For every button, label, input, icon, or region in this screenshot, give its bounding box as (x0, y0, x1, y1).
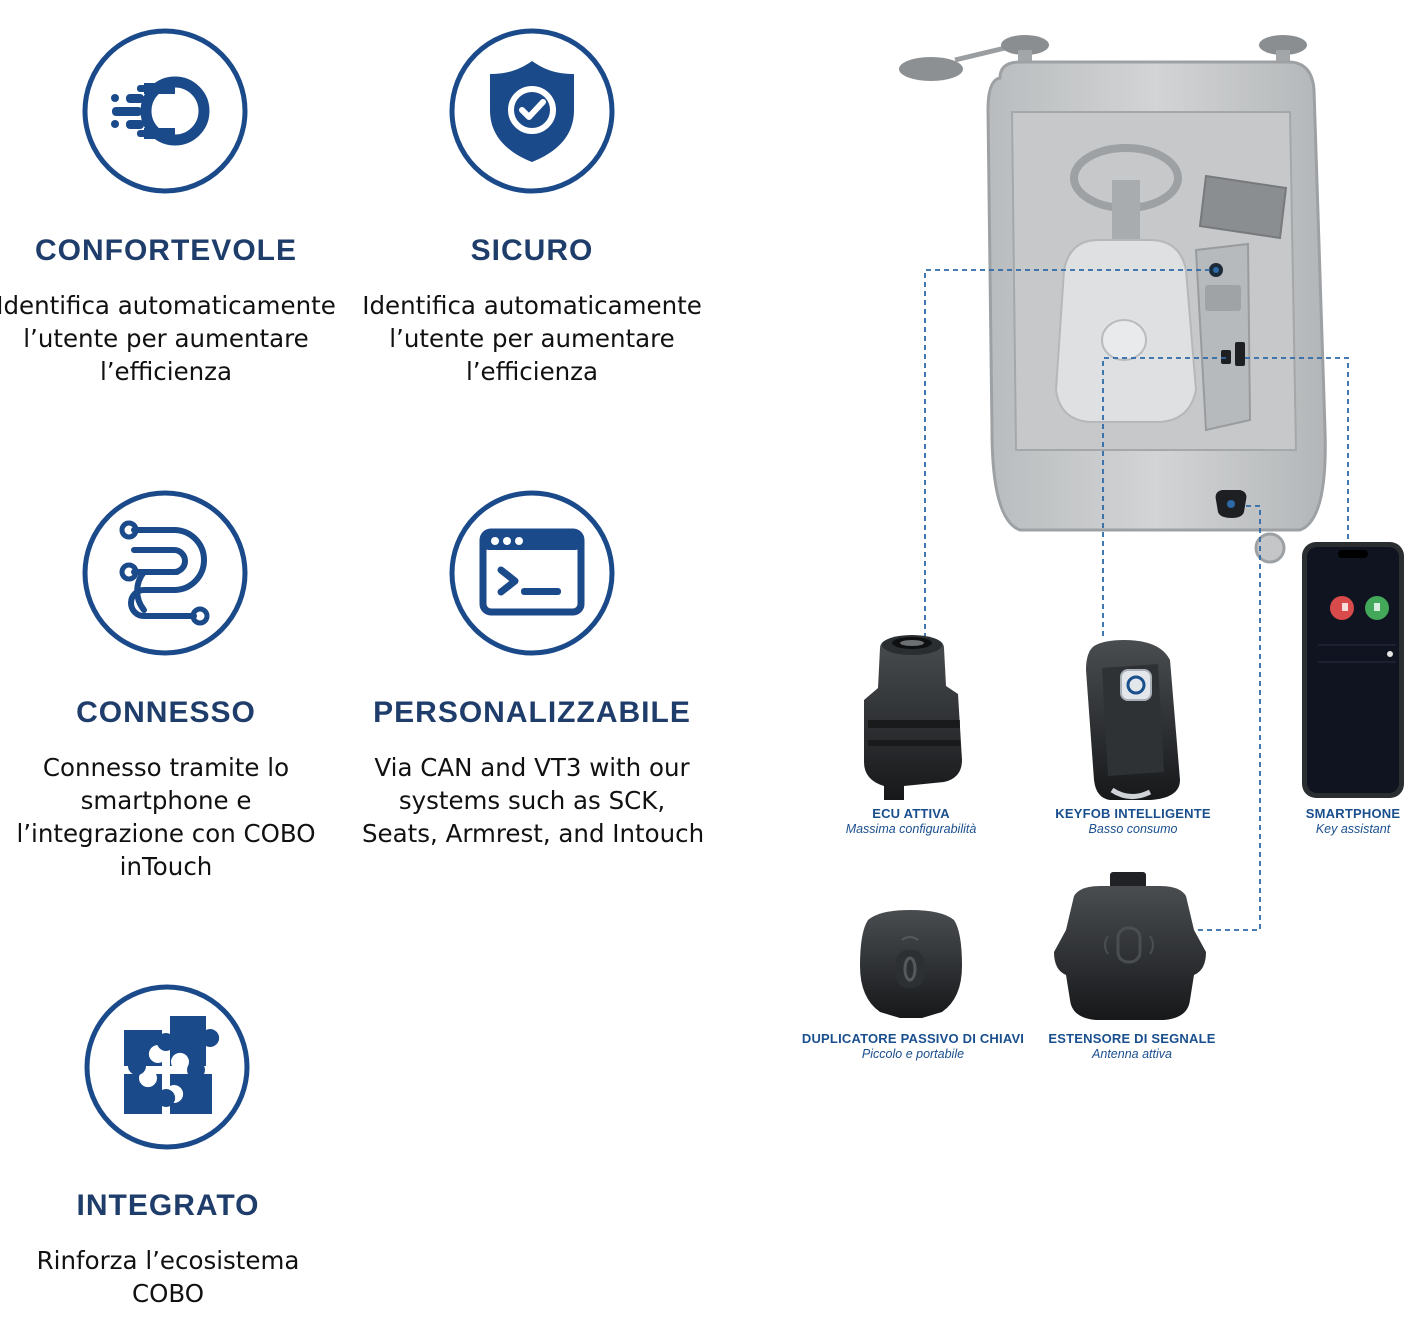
device-label-ecu: ECU ATTIVA Massima configurabilità (791, 806, 1031, 836)
feature-description: Rinforza l’ecosistema COBO (36, 1246, 300, 1308)
circuit-path-icon (82, 490, 248, 656)
device-label-extender: ESTENSORE DI SEGNALE Antenna attiva (1012, 1031, 1252, 1061)
device-subtitle: Massima configurabilità (845, 822, 977, 836)
device-label-duplicator: DUPLICATORE PASSIVO DI CHIAVI Piccolo e … (793, 1031, 1033, 1061)
device-title: ESTENSORE DI SEGNALE (1048, 1031, 1216, 1046)
puzzle-icon (84, 984, 250, 1150)
feature-title: SICURO (470, 234, 594, 267)
device-subtitle: Antenna attiva (1092, 1047, 1172, 1061)
feature-title: CONNESSO (76, 696, 256, 729)
key-duplicator-device-image (860, 910, 962, 1018)
signal-extender-device-image (1054, 872, 1206, 1020)
device-label-smartphone: SMARTPHONE Key assistant (1233, 806, 1420, 836)
feature-title: CONFORTEVOLE (34, 234, 297, 267)
connector-lines (924, 269, 1349, 931)
device-subtitle: Key assistant (1315, 822, 1391, 836)
feature-description: Connesso tramite lo smartphone e l’integ… (16, 753, 316, 881)
device-label-keyfob: KEYFOB INTELLIGENTE Basso consumo (1013, 806, 1253, 836)
feature-description: Identifica automaticamente l’utente per … (362, 291, 702, 386)
device-title: KEYFOB INTELLIGENTE (1055, 806, 1211, 821)
shield-check-icon (449, 28, 615, 194)
terminal-window-icon (449, 490, 615, 656)
device-title: ECU ATTIVA (872, 806, 950, 821)
smartphone-device-image (1302, 542, 1404, 798)
feature-title: INTEGRATO (76, 1189, 260, 1222)
device-title: DUPLICATORE PASSIVO DI CHIAVI (801, 1031, 1025, 1046)
feature-description: Identifica automaticamente l’utente per … (0, 291, 336, 386)
vehicle-cab-illustration (899, 35, 1327, 564)
device-title: SMARTPHONE (1305, 806, 1401, 821)
ecu-device-image (864, 635, 962, 800)
keyfob-device-image (1086, 640, 1180, 800)
feature-title: PERSONALIZZABILE (373, 696, 691, 729)
feature-description: Via CAN and VT3 with our systems such as… (362, 753, 705, 848)
speed-ball-icon (82, 28, 248, 194)
device-subtitle: Basso consumo (1088, 822, 1178, 836)
device-subtitle: Piccolo e portabile (861, 1047, 965, 1061)
